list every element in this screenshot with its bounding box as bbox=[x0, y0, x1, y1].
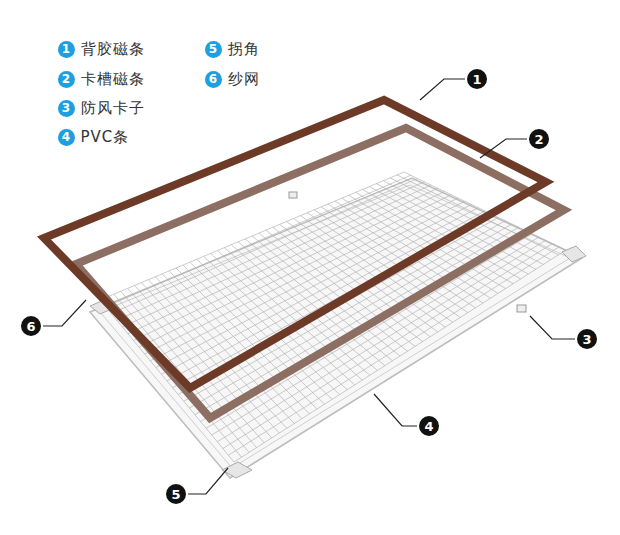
part-name: 拐角 bbox=[228, 40, 260, 59]
callout-number: 3 bbox=[58, 100, 75, 117]
adhesive-magnetic-strip bbox=[44, 100, 546, 388]
legend-item: 4 PVC条 bbox=[58, 128, 130, 147]
mesh-line bbox=[156, 205, 472, 368]
part-name: 卡槽磁条 bbox=[81, 70, 145, 89]
mesh-line bbox=[122, 185, 431, 327]
callout-number: 1 bbox=[58, 41, 75, 58]
callout-number: 3 bbox=[577, 329, 597, 349]
callout-marker: 4 bbox=[419, 416, 439, 436]
part-name: PVC条 bbox=[81, 128, 130, 147]
corner-piece bbox=[562, 246, 586, 262]
mesh-line bbox=[145, 198, 458, 354]
legend-item: 1 背胶磁条 bbox=[58, 40, 145, 59]
callout-number: 2 bbox=[58, 71, 75, 88]
mesh-line bbox=[150, 201, 465, 361]
callout-number: 6 bbox=[205, 71, 222, 88]
callout-marker: 2 bbox=[529, 129, 549, 149]
mesh-line bbox=[167, 211, 485, 381]
callout-marker: 1 bbox=[467, 69, 487, 89]
callout-number: 4 bbox=[58, 129, 75, 146]
mesh-line bbox=[195, 227, 519, 415]
leader-line bbox=[188, 468, 228, 494]
mesh-line bbox=[111, 179, 417, 314]
pvc-frame bbox=[90, 178, 582, 478]
callout-number: 5 bbox=[166, 484, 186, 504]
part-name: 防风卡子 bbox=[81, 99, 145, 118]
legend-item: 5 拐角 bbox=[205, 40, 260, 59]
wind-clip bbox=[517, 305, 526, 312]
part-name: 背胶磁条 bbox=[81, 40, 145, 59]
leader-line bbox=[43, 300, 86, 326]
mesh-line bbox=[228, 247, 559, 456]
callout-number: 1 bbox=[467, 69, 487, 89]
legend-item: 2 卡槽磁条 bbox=[58, 70, 145, 89]
mesh-line bbox=[212, 237, 539, 435]
leader-line bbox=[374, 394, 417, 426]
part-name: 纱网 bbox=[228, 70, 260, 89]
callout-number: 2 bbox=[529, 129, 549, 149]
mesh-line bbox=[206, 234, 532, 429]
legend-item: 3 防风卡子 bbox=[58, 99, 145, 118]
leader-line bbox=[420, 79, 465, 100]
leader-line bbox=[530, 316, 575, 339]
callout-marker: 5 bbox=[166, 484, 186, 504]
mesh-line bbox=[234, 250, 566, 462]
callout-marker: 6 bbox=[21, 316, 41, 336]
wind-clip bbox=[289, 192, 297, 198]
leader-line bbox=[480, 139, 527, 158]
slot-magnetic-strip bbox=[76, 128, 564, 418]
callout-number: 4 bbox=[419, 416, 439, 436]
mesh-line bbox=[189, 224, 512, 408]
legend-item: 6 纱网 bbox=[205, 70, 260, 89]
callout-number: 6 bbox=[21, 316, 41, 336]
screen-mesh bbox=[100, 172, 566, 462]
callout-number: 5 bbox=[205, 41, 222, 58]
callout-marker: 3 bbox=[577, 329, 597, 349]
